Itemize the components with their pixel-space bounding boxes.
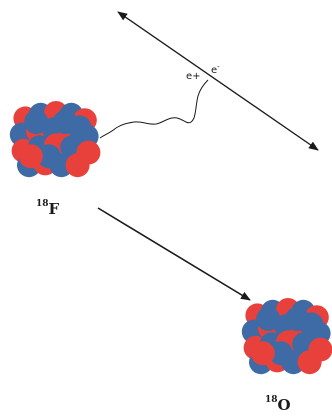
neutron — [299, 312, 324, 337]
neutron — [24, 110, 49, 134]
neutron — [36, 144, 61, 169]
proton — [250, 341, 275, 366]
neutron — [256, 307, 281, 331]
neutron — [268, 341, 293, 366]
positron-path — [99, 79, 209, 139]
gamma-ray-line — [117, 11, 319, 151]
electron-label: e- — [211, 63, 220, 76]
decay-arrow — [97, 207, 251, 301]
positron-label: e+ — [186, 71, 201, 82]
oxygen-18-label: 18O — [265, 395, 291, 414]
fluorine-nucleus — [9, 101, 101, 178]
proton — [297, 350, 322, 375]
neutron — [67, 115, 92, 140]
proton — [18, 144, 43, 169]
fluorine-18-label: 18F — [36, 199, 60, 218]
oxygen-nucleus — [241, 298, 332, 375]
proton — [65, 153, 90, 178]
